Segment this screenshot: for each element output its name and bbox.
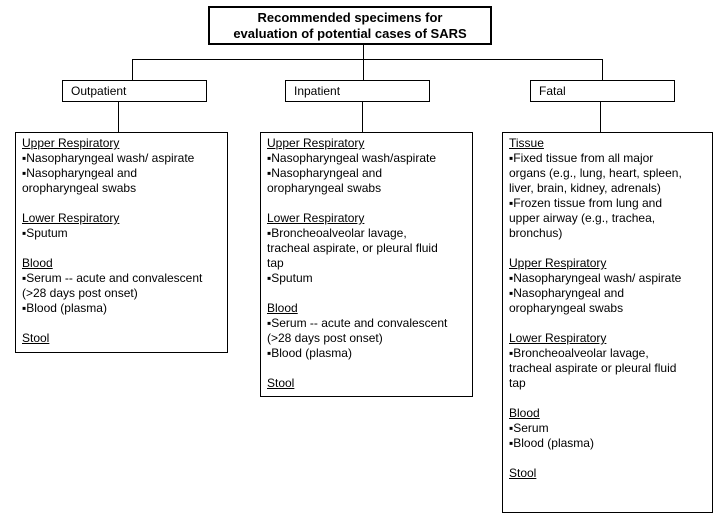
connector-drop-inpatient (363, 59, 364, 80)
section-heading: Blood (267, 301, 298, 315)
section-stool: Stool (509, 466, 706, 481)
specimen-item: ▪Serum -- acute and convalescent (>28 da… (22, 271, 203, 300)
section-blood: Blood ▪Serum -- acute and convalescent (… (267, 301, 466, 361)
specimen-item: ▪Serum (509, 421, 549, 435)
specimen-item: ▪Fixed tissue from all major organs (e.g… (509, 151, 682, 195)
section-heading: Upper Respiratory (509, 256, 607, 270)
section-upper-respiratory: Upper Respiratory ▪Nasopharyngeal wash/a… (267, 136, 466, 196)
flowchart-title: Recommended specimens for evaluation of … (233, 9, 467, 41)
title-box: Recommended specimens for evaluation of … (208, 6, 492, 45)
section-blood: Blood ▪Serum -- acute and convalescent (… (22, 256, 221, 316)
section-stool: Stool (22, 331, 221, 346)
section-blood: Blood ▪Serum ▪Blood (plasma) (509, 406, 706, 451)
specimen-item: ▪Nasopharyngeal and oropharyngeal swabs (22, 166, 138, 195)
specimen-item: ▪Nasopharyngeal wash/ aspirate (22, 151, 195, 165)
connector-stub-inpatient (362, 102, 363, 132)
branch-label-inpatient: Inpatient (294, 84, 341, 98)
specimen-item: ▪Broncheoalveolar lavage, tracheal aspir… (509, 346, 677, 390)
section-heading: Stool (22, 331, 50, 345)
specimen-item: ▪Frozen tissue from lung and upper airwa… (509, 196, 662, 240)
specimen-box-inpatient: Upper Respiratory ▪Nasopharyngeal wash/a… (260, 132, 473, 397)
branch-label-fatal: Fatal (539, 84, 566, 98)
specimen-item: ▪Blood (plasma) (509, 436, 594, 450)
connector-drop-fatal (602, 59, 603, 80)
branch-box-outpatient: Outpatient (62, 80, 207, 102)
specimen-item: ▪Sputum (267, 271, 313, 285)
section-heading: Stool (509, 466, 537, 480)
section-upper-respiratory: Upper Respiratory ▪Nasopharyngeal wash/ … (22, 136, 221, 196)
section-heading: Lower Respiratory (22, 211, 120, 225)
specimen-item: ▪Broncheoalveolar lavage, tracheal aspir… (267, 226, 438, 270)
specimen-item: ▪Blood (plasma) (22, 301, 107, 315)
section-heading: Upper Respiratory (267, 136, 365, 150)
specimen-box-fatal: Tissue ▪Fixed tissue from all major orga… (502, 132, 713, 513)
connector-stub-outpatient (118, 102, 119, 132)
connector-stub-fatal (600, 102, 601, 132)
connector-drop-outpatient (132, 59, 133, 80)
section-heading: Tissue (509, 136, 544, 150)
section-lower-respiratory: Lower Respiratory ▪Broncheoalveolar lava… (267, 211, 466, 286)
branch-box-inpatient: Inpatient (285, 80, 430, 102)
section-stool: Stool (267, 376, 466, 391)
section-heading: Stool (267, 376, 295, 390)
specimen-item: ▪Nasopharyngeal wash/ aspirate (509, 271, 682, 285)
branch-box-fatal: Fatal (530, 80, 675, 102)
branch-label-outpatient: Outpatient (71, 84, 127, 98)
section-tissue: Tissue ▪Fixed tissue from all major orga… (509, 136, 706, 241)
connector-horizontal (132, 59, 603, 60)
section-heading: Lower Respiratory (509, 331, 607, 345)
specimen-item: ▪Nasopharyngeal wash/aspirate (267, 151, 437, 165)
specimen-item: ▪Nasopharyngeal and oropharyngeal swabs (267, 166, 383, 195)
section-lower-respiratory: Lower Respiratory ▪Broncheoalveolar lava… (509, 331, 706, 391)
specimen-item: ▪Sputum (22, 226, 68, 240)
section-heading: Lower Respiratory (267, 211, 365, 225)
specimen-item: ▪Serum -- acute and convalescent (>28 da… (267, 316, 448, 345)
connector-trunk (363, 45, 364, 60)
specimen-box-outpatient: Upper Respiratory ▪Nasopharyngeal wash/ … (15, 132, 228, 353)
section-upper-respiratory: Upper Respiratory ▪Nasopharyngeal wash/ … (509, 256, 706, 316)
section-heading: Blood (22, 256, 53, 270)
section-heading: Upper Respiratory (22, 136, 120, 150)
specimen-item: ▪Nasopharyngeal and oropharyngeal swabs (509, 286, 625, 315)
specimen-item: ▪Blood (plasma) (267, 346, 352, 360)
section-lower-respiratory: Lower Respiratory ▪Sputum (22, 211, 221, 241)
section-heading: Blood (509, 406, 540, 420)
